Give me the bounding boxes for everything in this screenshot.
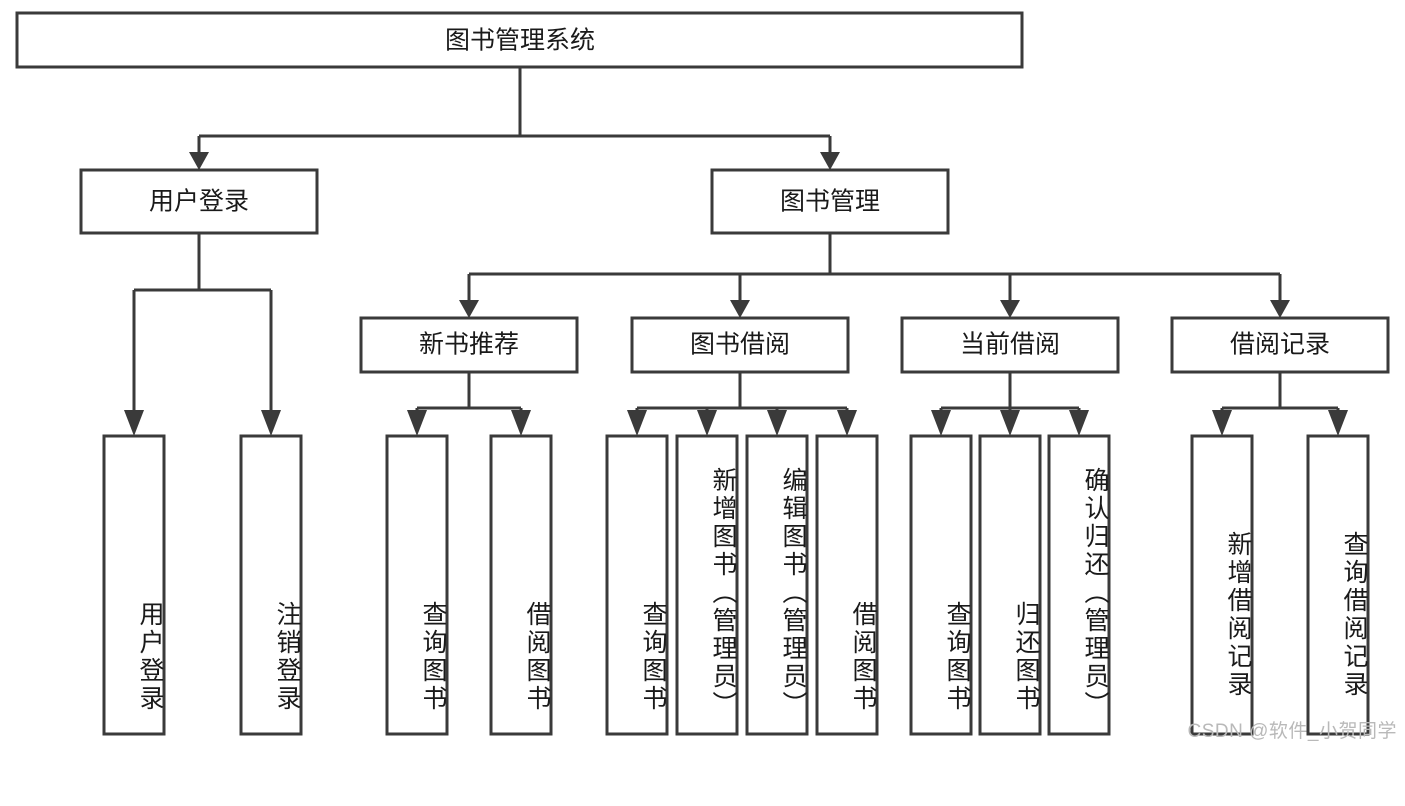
arrow-head-book-borrow xyxy=(730,300,750,318)
node-box-leaf-confirm-return[interactable] xyxy=(1047,434,1111,736)
connector-group-book-management xyxy=(459,233,1290,318)
arrow-head-leaf-return-book xyxy=(1000,410,1020,436)
node-box-leaf-query-record[interactable] xyxy=(1306,434,1370,736)
arrow-head-leaf-add-book xyxy=(697,410,717,436)
node-user-login[interactable]: 用户登录 xyxy=(79,168,319,235)
arrow-head-leaf-query-book-1 xyxy=(407,410,427,436)
node-borrow-record[interactable]: 借阅记录 xyxy=(1170,316,1390,374)
arrow-head-leaf-query-record xyxy=(1328,410,1348,436)
arrow-head-leaf-confirm-return xyxy=(1069,410,1089,436)
arrow-head-leaf-borrow-book-2 xyxy=(837,410,857,436)
arrow-head-leaf-query-book-3 xyxy=(931,410,951,436)
node-box-current-borrow[interactable] xyxy=(900,316,1120,374)
connector-group-book-borrow xyxy=(627,372,857,436)
connector-group-current-borrow xyxy=(931,372,1089,436)
connector-group-borrow-record xyxy=(1212,372,1348,436)
tree-diagram-svg: 图书管理系统 用户登录 图书管理 新书推荐 图书借阅 当前借阅 借阅记录 xyxy=(15,11,1390,736)
node-box-new-book-recommend[interactable] xyxy=(359,316,579,374)
node-box-book-management[interactable] xyxy=(710,168,950,235)
diagram-canvas: 图书管理系统 用户登录 图书管理 新书推荐 图书借阅 当前借阅 借阅记录 xyxy=(15,11,1397,742)
arrow-head-user-login xyxy=(189,152,209,170)
watermark-text: CSDN @软件_小贺同学 xyxy=(1187,721,1397,742)
node-box-leaf-edit-book[interactable] xyxy=(745,434,809,736)
node-label-current-borrow: 当前借阅 xyxy=(960,331,1060,359)
node-label-root: 图书管理系统 xyxy=(445,27,595,55)
node-box-leaf-add-record[interactable] xyxy=(1190,434,1254,736)
node-current-borrow[interactable]: 当前借阅 xyxy=(900,316,1120,374)
node-box-leaf-query-book-2[interactable] xyxy=(605,434,669,736)
node-box-leaf-borrow-book-2[interactable] xyxy=(815,434,879,736)
node-new-book-recommend[interactable]: 新书推荐 xyxy=(359,316,579,374)
node-label-user-login: 用户登录 xyxy=(149,188,249,216)
arrow-head-leaf-add-record xyxy=(1212,410,1232,436)
connector-group-user-login xyxy=(124,233,281,436)
node-box-user-login[interactable] xyxy=(79,168,319,235)
node-box-root[interactable] xyxy=(15,11,1024,69)
connector-group-new-book-recommend xyxy=(407,372,531,436)
node-box-leaf-add-book[interactable] xyxy=(675,434,739,736)
node-label-new-book-recommend: 新书推荐 xyxy=(419,331,519,359)
node-label-borrow-record: 借阅记录 xyxy=(1230,331,1330,359)
arrow-head-leaf-borrow-book-1 xyxy=(511,410,531,436)
arrow-head-book-management xyxy=(820,152,840,170)
node-label-book-borrow: 图书借阅 xyxy=(690,331,790,359)
node-label-book-management: 图书管理 xyxy=(780,188,880,216)
node-box-book-borrow[interactable] xyxy=(630,316,850,374)
arrow-head-borrow-record xyxy=(1270,300,1290,318)
arrow-head-leaf-logout-login xyxy=(261,410,281,436)
node-book-management[interactable]: 图书管理 xyxy=(710,168,950,235)
node-book-borrow[interactable]: 图书借阅 xyxy=(630,316,850,374)
node-box-leaf-borrow-book-1[interactable] xyxy=(489,434,553,736)
node-box-leaf-query-book-1[interactable] xyxy=(385,434,449,736)
node-root[interactable]: 图书管理系统 xyxy=(15,11,1024,69)
node-box-leaf-logout-login[interactable] xyxy=(239,434,303,736)
arrow-head-leaf-edit-book xyxy=(767,410,787,436)
arrow-head-leaf-user-login xyxy=(124,410,144,436)
connector-group-root xyxy=(189,67,840,170)
node-box-leaf-query-book-3[interactable] xyxy=(909,434,973,736)
arrow-head-new-book-recommend xyxy=(459,300,479,318)
arrow-head-current-borrow xyxy=(1000,300,1020,318)
node-box-leaf-return-book[interactable] xyxy=(978,434,1042,736)
arrow-head-leaf-query-book-2 xyxy=(627,410,647,436)
node-box-leaf-user-login[interactable] xyxy=(102,434,166,736)
node-box-borrow-record[interactable] xyxy=(1170,316,1390,374)
